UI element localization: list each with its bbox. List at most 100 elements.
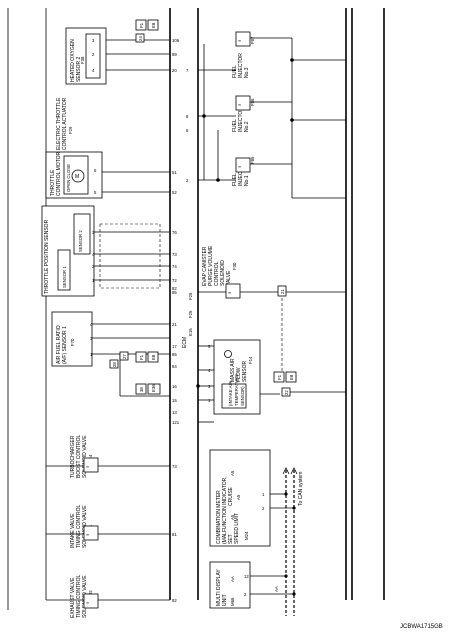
svg-text:∞: ∞ (86, 464, 89, 469)
svg-text:(INTAKE AIR: (INTAKE AIR (228, 381, 233, 406)
svg-text:F70: F70 (70, 338, 75, 346)
svg-text:∞: ∞ (228, 290, 231, 295)
svg-text:(MALFUNCTION INDICATOR,: (MALFUNCTION INDICATOR, (222, 476, 228, 544)
svg-text:17: 17 (172, 344, 177, 349)
svg-text:COMBINATION METER: COMBINATION METER (216, 490, 222, 544)
svg-text:SET: SET (228, 534, 234, 544)
svg-text:VALVE: VALVE (226, 270, 232, 286)
svg-text:3: 3 (92, 38, 95, 43)
svg-text:4: 4 (208, 368, 211, 373)
svg-text:A5: A5 (230, 470, 235, 476)
svg-text:INTAKE VALVE: INTAKE VALVE (70, 513, 76, 548)
svg-text:ELECTRIC THROTTLE: ELECTRIC THROTTLE (56, 97, 62, 150)
svg-text:CONTROL: CONTROL (214, 261, 220, 286)
svg-text:TIMING CONTROL: TIMING CONTROL (76, 504, 82, 548)
svg-text:5: 5 (94, 190, 97, 195)
heated-oxygen-sensor-2: HEATED OXYGEN SENSOR 2 F38 3 2 4 (65, 27, 107, 85)
svg-text:82: 82 (172, 598, 177, 603)
electric-throttle-actuator: ELECTRIC THROTTLE CONTROL ACTUATOR F29 T… (45, 97, 103, 199)
svg-text:SENSOR 1: SENSOR 1 (62, 266, 67, 288)
svg-text:SENSOR 2: SENSOR 2 (78, 230, 83, 252)
svg-text:74: 74 (172, 264, 177, 269)
svg-text:F1: F1 (277, 374, 282, 380)
svg-text:4: 4 (92, 68, 95, 73)
svg-text:EVAP CANISTER: EVAP CANISTER (202, 246, 208, 286)
svg-text:2: 2 (262, 506, 265, 511)
air-fuel-ratio-sensor: AIR FUEL RATIO (A/F) SENSOR 1 F70 4 3 1 (51, 311, 93, 367)
svg-text:6: 6 (186, 128, 189, 133)
svg-text:38: 38 (139, 387, 144, 392)
svg-text:7: 7 (186, 68, 189, 73)
svg-text:1: 1 (208, 398, 211, 403)
svg-text:INJECTOR: INJECTOR (238, 53, 244, 78)
svg-text:THROTTLE POSITION SENSOR: THROTTLE POSITION SENSOR (44, 219, 50, 294)
svg-text:121: 121 (172, 420, 180, 425)
svg-text:22: 22 (284, 390, 289, 395)
svg-text:F87: F87 (250, 36, 255, 44)
svg-text:12: 12 (244, 574, 249, 579)
svg-text:21: 21 (172, 322, 177, 327)
throttle-motor-icon (71, 169, 85, 183)
multi-display-unit: MULTI DISPLAY UNIT M66 AA 12 2 (209, 561, 251, 609)
throttle-position-sensor: THROTTLE POSITION SENSOR SENSOR 1 SENSOR… (41, 205, 95, 297)
svg-text:84: 84 (172, 364, 177, 369)
svg-text:OPEN CLOSE: OPEN CLOSE (66, 164, 71, 192)
svg-text:51: 51 (172, 170, 177, 175)
svg-text:INJECTOR: INJECTOR (238, 107, 244, 132)
svg-text:CRUISE: CRUISE (228, 486, 234, 506)
svg-text:UNIT: UNIT (222, 594, 228, 606)
svg-text:SOLENOID VALVE: SOLENOID VALVE (82, 435, 88, 478)
svg-text:F1: F1 (139, 22, 144, 28)
svg-text:F26: F26 (188, 292, 193, 300)
svg-text:E8: E8 (151, 354, 156, 360)
svg-text:3: 3 (208, 384, 211, 389)
svg-text:13: 13 (172, 410, 177, 415)
svg-text:E16: E16 (188, 328, 193, 336)
fuel-injector-1: FUEL INJECTOR No.1 F85 ∞ (232, 156, 255, 186)
svg-text:F85: F85 (250, 156, 255, 164)
svg-text:EXHAUST VALVE: EXHAUST VALVE (70, 577, 76, 618)
svg-text:∞: ∞ (86, 600, 89, 605)
svg-text:85: 85 (172, 352, 177, 357)
can-system-note: To CAN system (298, 472, 304, 506)
fuel-injector-2: FUEL INJECTOR No.2 F86 ∞ (232, 95, 255, 132)
svg-text:M66: M66 (230, 597, 235, 606)
svg-text:AIR FUEL RATIO: AIR FUEL RATIO (56, 325, 62, 364)
svg-text:4: 4 (90, 322, 93, 327)
svg-text:F25: F25 (188, 310, 193, 318)
svg-text:89: 89 (172, 52, 177, 57)
svg-text:27: 27 (122, 354, 127, 359)
svg-text:1: 1 (90, 352, 93, 357)
svg-text:2: 2 (92, 52, 95, 57)
hos2-label-2: SENSOR 2 (76, 56, 82, 82)
hos2-connector: F38 (80, 56, 85, 64)
svg-text:E8: E8 (289, 374, 294, 380)
svg-text:16: 16 (172, 384, 177, 389)
svg-text:∞: ∞ (238, 164, 241, 169)
svg-text:SENSOR: SENSOR (242, 360, 248, 382)
svg-text:No.1: No.1 (244, 175, 250, 186)
svg-text:∞: ∞ (86, 532, 89, 537)
svg-text:15: 15 (172, 398, 177, 403)
svg-text:TIMING CONTROL: TIMING CONTROL (76, 574, 82, 618)
svg-text:MULTI DISPLAY: MULTI DISPLAY (216, 569, 222, 606)
svg-text:F30: F30 (232, 262, 237, 270)
svg-text:3: 3 (92, 230, 95, 235)
svg-text:SPEED LIMIT: SPEED LIMIT (234, 513, 240, 544)
svg-text:2: 2 (186, 178, 189, 183)
svg-text:AA: AA (230, 576, 235, 582)
svg-text:TURBOCHARGER: TURBOCHARGER (70, 435, 76, 478)
svg-text:21: 21 (280, 289, 285, 294)
svg-text:20: 20 (172, 68, 177, 73)
svg-text:73: 73 (172, 464, 177, 469)
combination-meter: COMBINATION METER (MALFUNCTION INDICATOR… (209, 449, 271, 547)
svg-text:73: 73 (172, 252, 177, 257)
svg-text:106: 106 (172, 38, 180, 43)
svg-text:∞: ∞ (238, 102, 241, 107)
svg-text:4: 4 (92, 252, 95, 257)
svg-text:F1: F1 (139, 354, 144, 360)
svg-text:MASS AIR: MASS AIR (230, 358, 236, 382)
svg-text:6: 6 (94, 168, 97, 173)
svg-text:TEMPERATURE: TEMPERATURE (234, 374, 239, 406)
